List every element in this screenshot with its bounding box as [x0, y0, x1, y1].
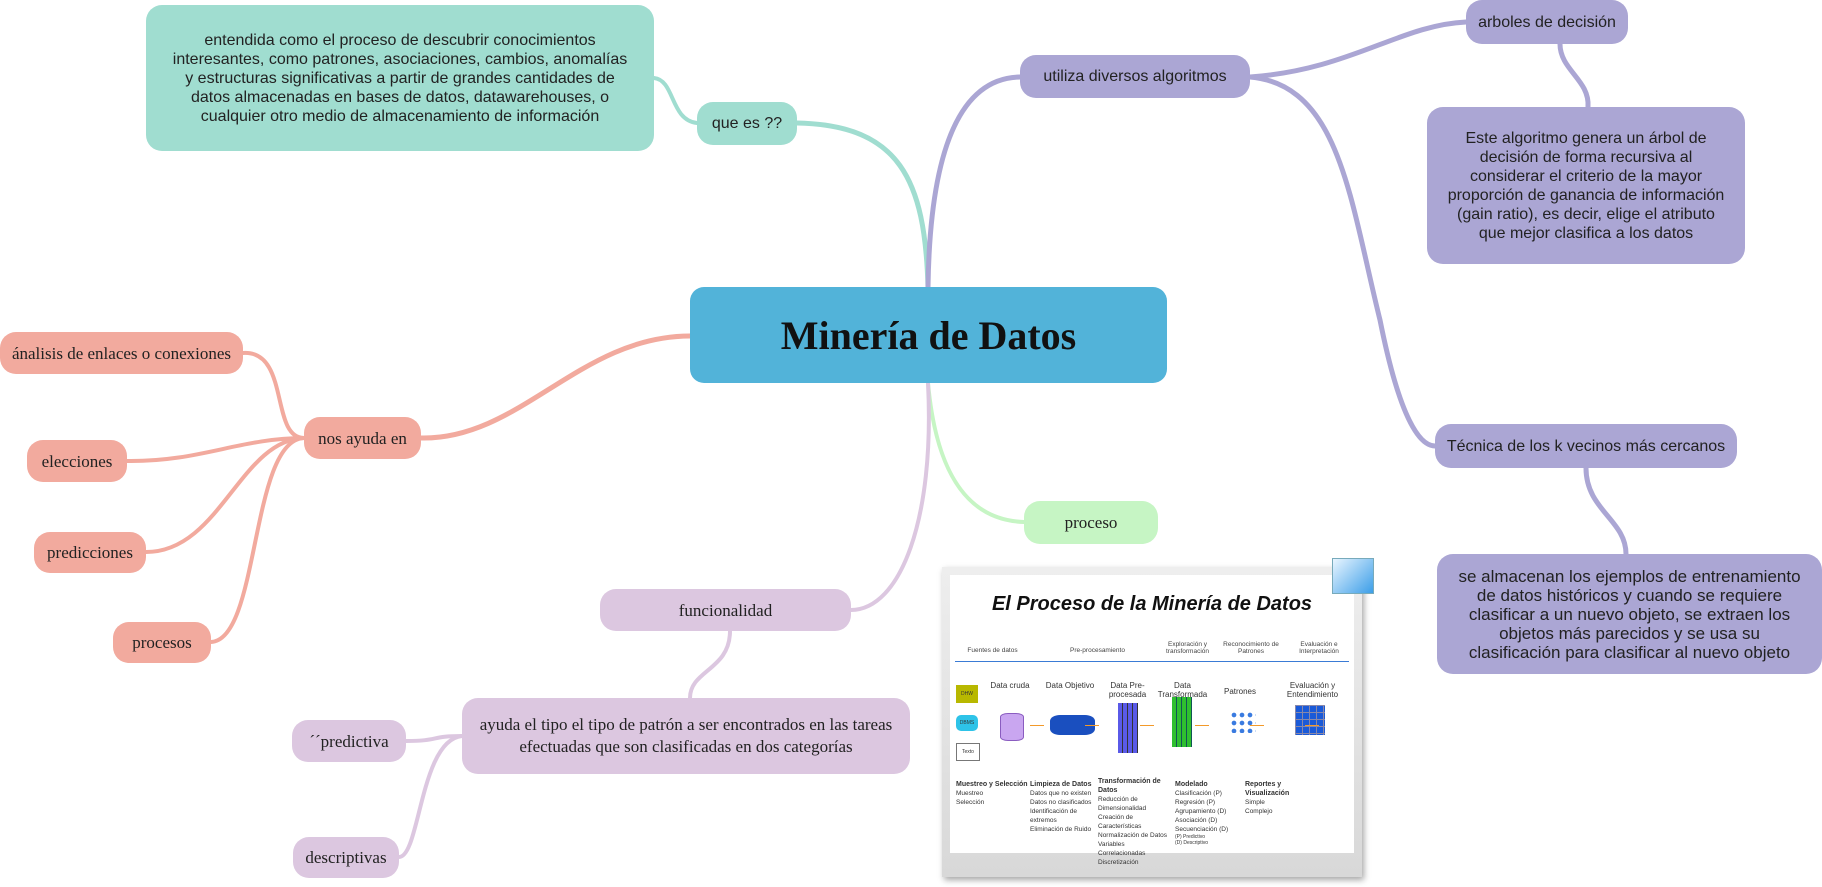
cylinder-icon	[1000, 713, 1024, 741]
phase-label: Reconocimiento de Patrones	[1223, 641, 1279, 655]
definition-node[interactable]: entendida como el proceso de descubrir c…	[146, 5, 654, 151]
ayuda-item-label: elecciones	[41, 451, 113, 471]
arboles-node[interactable]: arboles de decisión	[1466, 0, 1628, 44]
predictiva-node[interactable]: ´´predictiva	[292, 720, 406, 762]
ayuda-item[interactable]: procesos	[113, 622, 211, 663]
ayuda-node[interactable]: nos ayuda en	[304, 417, 421, 459]
source-dhw: DHW	[956, 685, 978, 703]
stacked-pages-green-icon	[1172, 697, 1192, 747]
stage-label: Data Pre-procesada	[1108, 681, 1147, 699]
definition-text: entendida como el proceso de descubrir c…	[172, 31, 628, 125]
proceso-node[interactable]: proceso	[1024, 501, 1158, 544]
decorative-square-icon	[1332, 558, 1374, 594]
flow-arrows	[1030, 725, 1320, 726]
descriptivas-label: descriptivas	[305, 848, 387, 867]
image-title: El Proceso de la Minería de Datos	[991, 593, 1313, 615]
patterns-icon	[1230, 711, 1256, 733]
ayuda-label: nos ayuda en	[318, 428, 407, 448]
stage-label: Data Transformada	[1157, 681, 1208, 699]
phase-timeline	[955, 661, 1349, 662]
funcionalidad-desc: ayuda el tipo el tipo de patrón a ser en…	[479, 715, 893, 756]
predictiva-label: ´´predictiva	[309, 731, 389, 751]
central-topic[interactable]: Minería de Datos	[690, 287, 1167, 383]
knn-desc-node[interactable]: se almacenan los ejemplos de entrenamien…	[1437, 554, 1822, 674]
ayuda-item-label: procesos	[132, 633, 192, 652]
source-dbms: DBMS	[956, 715, 978, 731]
knn-node[interactable]: Técnica de los k vecinos más cercanos	[1435, 424, 1737, 468]
arboles-label: arboles de decisión	[1478, 13, 1616, 31]
knn-desc: se almacenan los ejemplos de entrenamien…	[1458, 566, 1801, 662]
central-title: Minería de Datos	[780, 312, 1077, 358]
stage-label: Data Objetivo	[1045, 681, 1095, 690]
ayuda-item-label: predicciones	[47, 543, 133, 562]
ayuda-item[interactable]: elecciones	[27, 440, 127, 482]
descriptivas-node[interactable]: descriptivas	[293, 837, 399, 878]
process-image[interactable]: El Proceso de la Minería de Datos Fuente…	[942, 567, 1362, 877]
stage-label: Evaluación y Entendimiento	[1286, 681, 1339, 699]
phase-label: Evaluación e Interpretación	[1299, 641, 1339, 655]
grid-icon	[1295, 705, 1325, 735]
arboles-desc: Este algoritmo genera un árbol de decisi…	[1447, 129, 1725, 242]
que-es-node[interactable]: que es ??	[697, 102, 797, 145]
proceso-label: proceso	[1064, 513, 1118, 532]
funcionalidad-label: funcionalidad	[678, 600, 773, 620]
ayuda-item[interactable]: ánalisis de enlaces o conexiones	[0, 332, 243, 374]
que-es-label: que es ??	[711, 115, 783, 132]
knn-label: Técnica de los k vecinos más cercanos	[1446, 437, 1726, 455]
stacked-pages-icon	[1118, 703, 1138, 753]
algoritmos-label: utiliza diversos algoritmos	[1043, 68, 1227, 85]
stage-label: Data cruda	[990, 681, 1030, 690]
phase-label: Fuentes de datos	[967, 647, 1018, 654]
phase-label: Pre-procesamiento	[1070, 647, 1125, 654]
ayuda-item[interactable]: predicciones	[34, 532, 146, 573]
phase-label: Exploración y transformación	[1166, 641, 1209, 655]
funcionalidad-desc-node[interactable]: ayuda el tipo el tipo de patrón a ser en…	[462, 698, 910, 774]
source-texto: Texto	[956, 743, 980, 761]
algoritmos-node[interactable]: utiliza diversos algoritmos	[1020, 55, 1250, 98]
ayuda-item-label: ánalisis de enlaces o conexiones	[11, 343, 232, 363]
funcionalidad-node[interactable]: funcionalidad	[600, 589, 851, 631]
stage-label: Patrones	[1223, 687, 1257, 696]
arboles-desc-node[interactable]: Este algoritmo genera un árbol de decisi…	[1427, 107, 1745, 264]
